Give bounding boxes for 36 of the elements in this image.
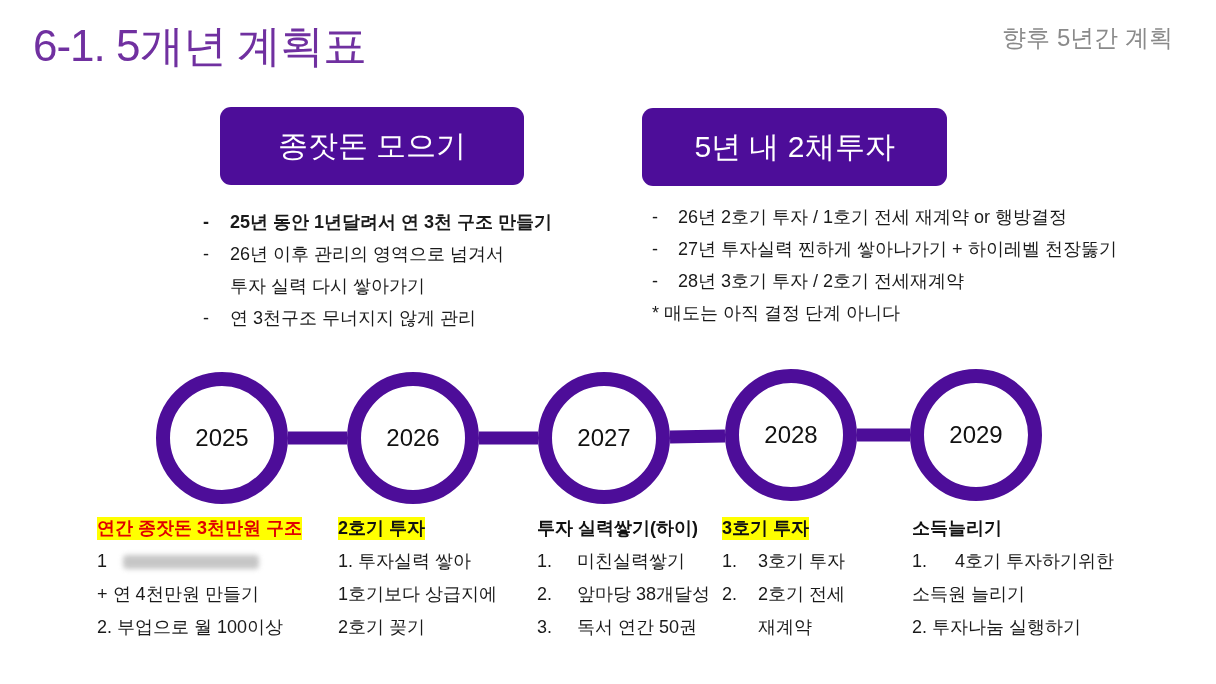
timeline-connector [669,429,726,444]
milestone-item: 2. 투자나눔 실행하기 [912,616,1081,639]
year-circle: 2029 [910,369,1042,501]
bullet-item: - 27년 투자실력 찐하게 쌓아나가기 + 하이레벨 천장뚫기 [652,238,1117,261]
milestone-item: 1 [97,550,107,573]
goal-banner: 5년 내 2채투자 [642,108,947,186]
note-text: * 매도는 아직 결정 단계 아니다 [652,302,900,325]
page-title: 6-1. 5개년 계획표 [33,20,366,72]
milestone-item: 2. 부업으로 월 100이상 [97,616,284,639]
bullet-item: - 28년 3호기 투자 / 2호기 전세재계약 [652,270,965,293]
milestone-item: 1. 투자실력 쌓아 1호기보다 상급지에 2호기 꽂기 [338,550,498,639]
year-circle: 2025 [156,372,288,504]
timeline-connector [479,431,538,445]
milestone-item: 2. 2호기 전세 재계약 [722,583,846,639]
subtitle-text: 향후 5년간 계획 [1002,23,1173,53]
milestone-item: 2. 앞마당 38개달성 [537,583,711,606]
milestone-heading: 연간 종잣돈 3천만원 구조 [97,517,302,540]
bullet-item: - 25년 동안 1년달려서 연 3천 구조 만들기 [203,211,553,234]
bullet-item: - 26년 2호기 투자 / 1호기 전세 재계약 or 행방결정 [652,206,1068,229]
year-circle: 2026 [347,372,479,504]
milestone-item: 1. 3호기 투자 [722,550,845,573]
milestone-item: 1. 미친실력쌓기 [537,550,685,573]
milestone-item: 1. 4호기 투자하기위한 소득원 늘리기 [912,550,1115,606]
milestone-heading: 3호기 투자 [722,517,809,540]
milestone-heading: 소득늘리기 [912,517,1002,540]
year-circle: 2027 [538,372,670,504]
bullet-item: - 26년 이후 관리의 영역으로 넘겨서 투자 실력 다시 쌓아가기 [203,243,506,298]
milestone-heading: 투자 실력쌓기(하이) [537,517,698,540]
milestone-item: + 연 4천만원 만들기 [97,583,259,606]
timeline-connector [288,431,347,445]
year-circle: 2028 [725,369,857,501]
milestone-heading: 2호기 투자 [338,517,425,540]
milestone-item: 3. 독서 연간 50권 [537,616,698,639]
timeline-connector [857,428,910,442]
goal-banner: 종잣돈 모으기 [220,107,524,185]
bullet-item: - 연 3천구조 무너지지 않게 관리 [203,307,476,330]
